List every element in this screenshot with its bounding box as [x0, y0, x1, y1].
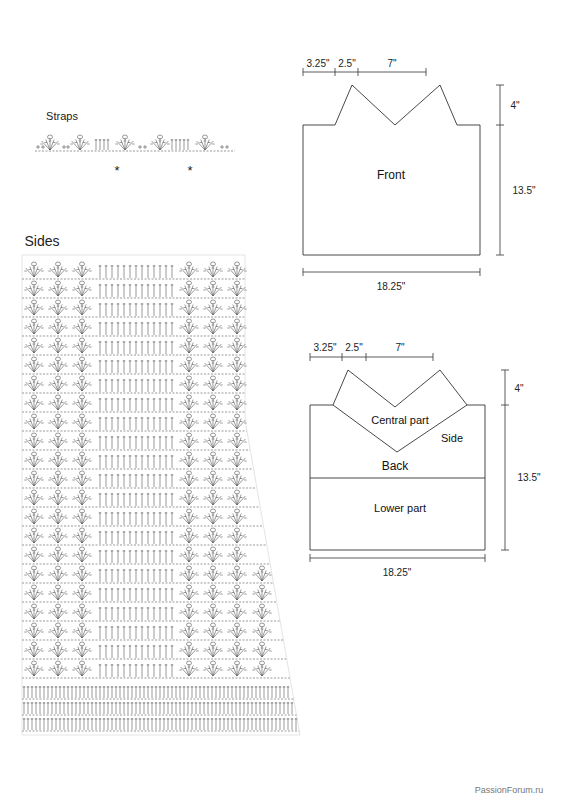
dimension: 2.5" — [338, 58, 355, 69]
dimension: 2.5" — [345, 342, 362, 353]
stitch-symbols — [23, 262, 298, 730]
part-name: Lower part — [374, 502, 426, 514]
outline-path — [310, 370, 485, 550]
dimension: 4" — [510, 100, 519, 111]
outline-path — [303, 85, 480, 255]
piece-name: Back — [382, 459, 409, 473]
crochet-chart — [22, 255, 300, 735]
watermark: PassionForum.ru — [475, 785, 544, 795]
strap-title: Straps — [46, 110, 78, 122]
mark-asterisk: * — [114, 163, 119, 178]
strap-chain — [35, 151, 235, 152]
garment-piece: Front — [303, 85, 480, 255]
dimension: 13.5" — [517, 472, 540, 483]
garment-piece: Back Central partSideLower part — [310, 370, 485, 550]
part-region: Lower part — [374, 498, 426, 516]
part-region: Side — [441, 428, 463, 446]
strap-chart — [35, 135, 235, 151]
dimension: 7" — [387, 58, 396, 69]
dimension: 13.5" — [512, 185, 535, 196]
mark-asterisk: * — [187, 163, 192, 178]
part-name: Central part — [371, 414, 428, 426]
chart-title: Sides — [24, 233, 59, 249]
part-region: Central part — [371, 410, 428, 428]
dimension: 3.25" — [313, 342, 336, 353]
dimension: 3.25" — [306, 58, 329, 69]
chart-outline — [22, 255, 300, 735]
strap-stitches — [36, 135, 229, 150]
section-line — [333, 405, 467, 452]
chain-rows — [22, 279, 299, 731]
piece-name: Front — [377, 168, 405, 182]
dimension-lines — [303, 68, 509, 562]
section-line — [310, 478, 485, 479]
dimension: 18.25" — [383, 567, 412, 578]
dimension: 7" — [395, 342, 404, 353]
part-name: Side — [441, 432, 463, 444]
dimension: 4" — [514, 383, 523, 394]
dimension: 18.25" — [377, 281, 406, 292]
